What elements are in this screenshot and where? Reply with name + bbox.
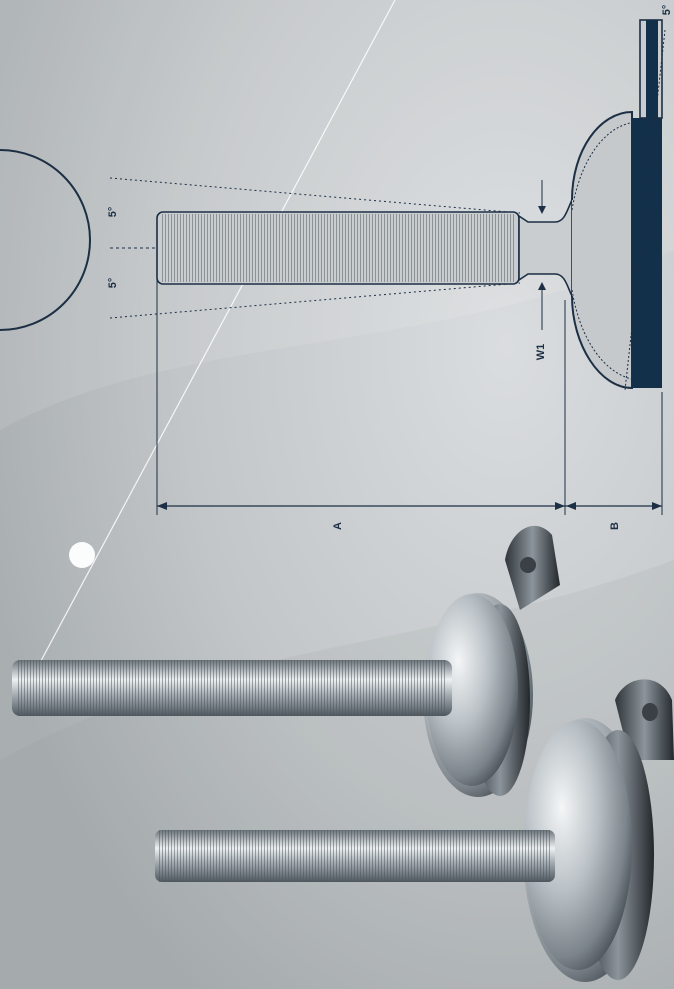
thread-pattern bbox=[16, 660, 446, 716]
background-glow-dot bbox=[69, 542, 95, 568]
angle-reference-line-bottom bbox=[109, 282, 521, 319]
angle-label-top: 5° bbox=[107, 206, 119, 218]
dim-a-arrow-right bbox=[555, 502, 565, 510]
mounting-tab-dark bbox=[646, 20, 658, 118]
swivel-dome-dotted bbox=[571, 121, 637, 381]
dim-w1-arrow bbox=[538, 282, 546, 290]
dim-b-label: B bbox=[609, 522, 621, 530]
base-face bbox=[426, 594, 518, 786]
angle-label-plate: 5° bbox=[661, 4, 673, 16]
angle-reference-line-top bbox=[109, 177, 521, 214]
thread-pattern bbox=[160, 214, 516, 282]
base-face bbox=[524, 720, 632, 970]
plate-tilt-line bbox=[624, 29, 666, 391]
base-plate bbox=[632, 118, 662, 388]
dim-w1-label: W1 bbox=[535, 343, 547, 361]
leveling-foot-photo-2 bbox=[155, 679, 674, 982]
dim-b-arrow-left bbox=[566, 502, 576, 510]
background-circle-arc bbox=[0, 149, 91, 331]
leveling-foot-photo-1 bbox=[12, 525, 560, 797]
dim-a-arrow-left bbox=[157, 502, 167, 510]
dim-w1-arrow bbox=[538, 206, 546, 214]
mounting-hole bbox=[520, 557, 536, 573]
dim-a-label: A bbox=[332, 522, 344, 530]
technical-drawing bbox=[109, 19, 666, 515]
background-diagonal-line bbox=[19, 0, 396, 701]
dim-b-arrow-right bbox=[652, 502, 662, 510]
mounting-hole bbox=[642, 703, 658, 721]
thread-pattern bbox=[158, 830, 550, 882]
angle-label-bottom: 5° bbox=[107, 277, 119, 289]
